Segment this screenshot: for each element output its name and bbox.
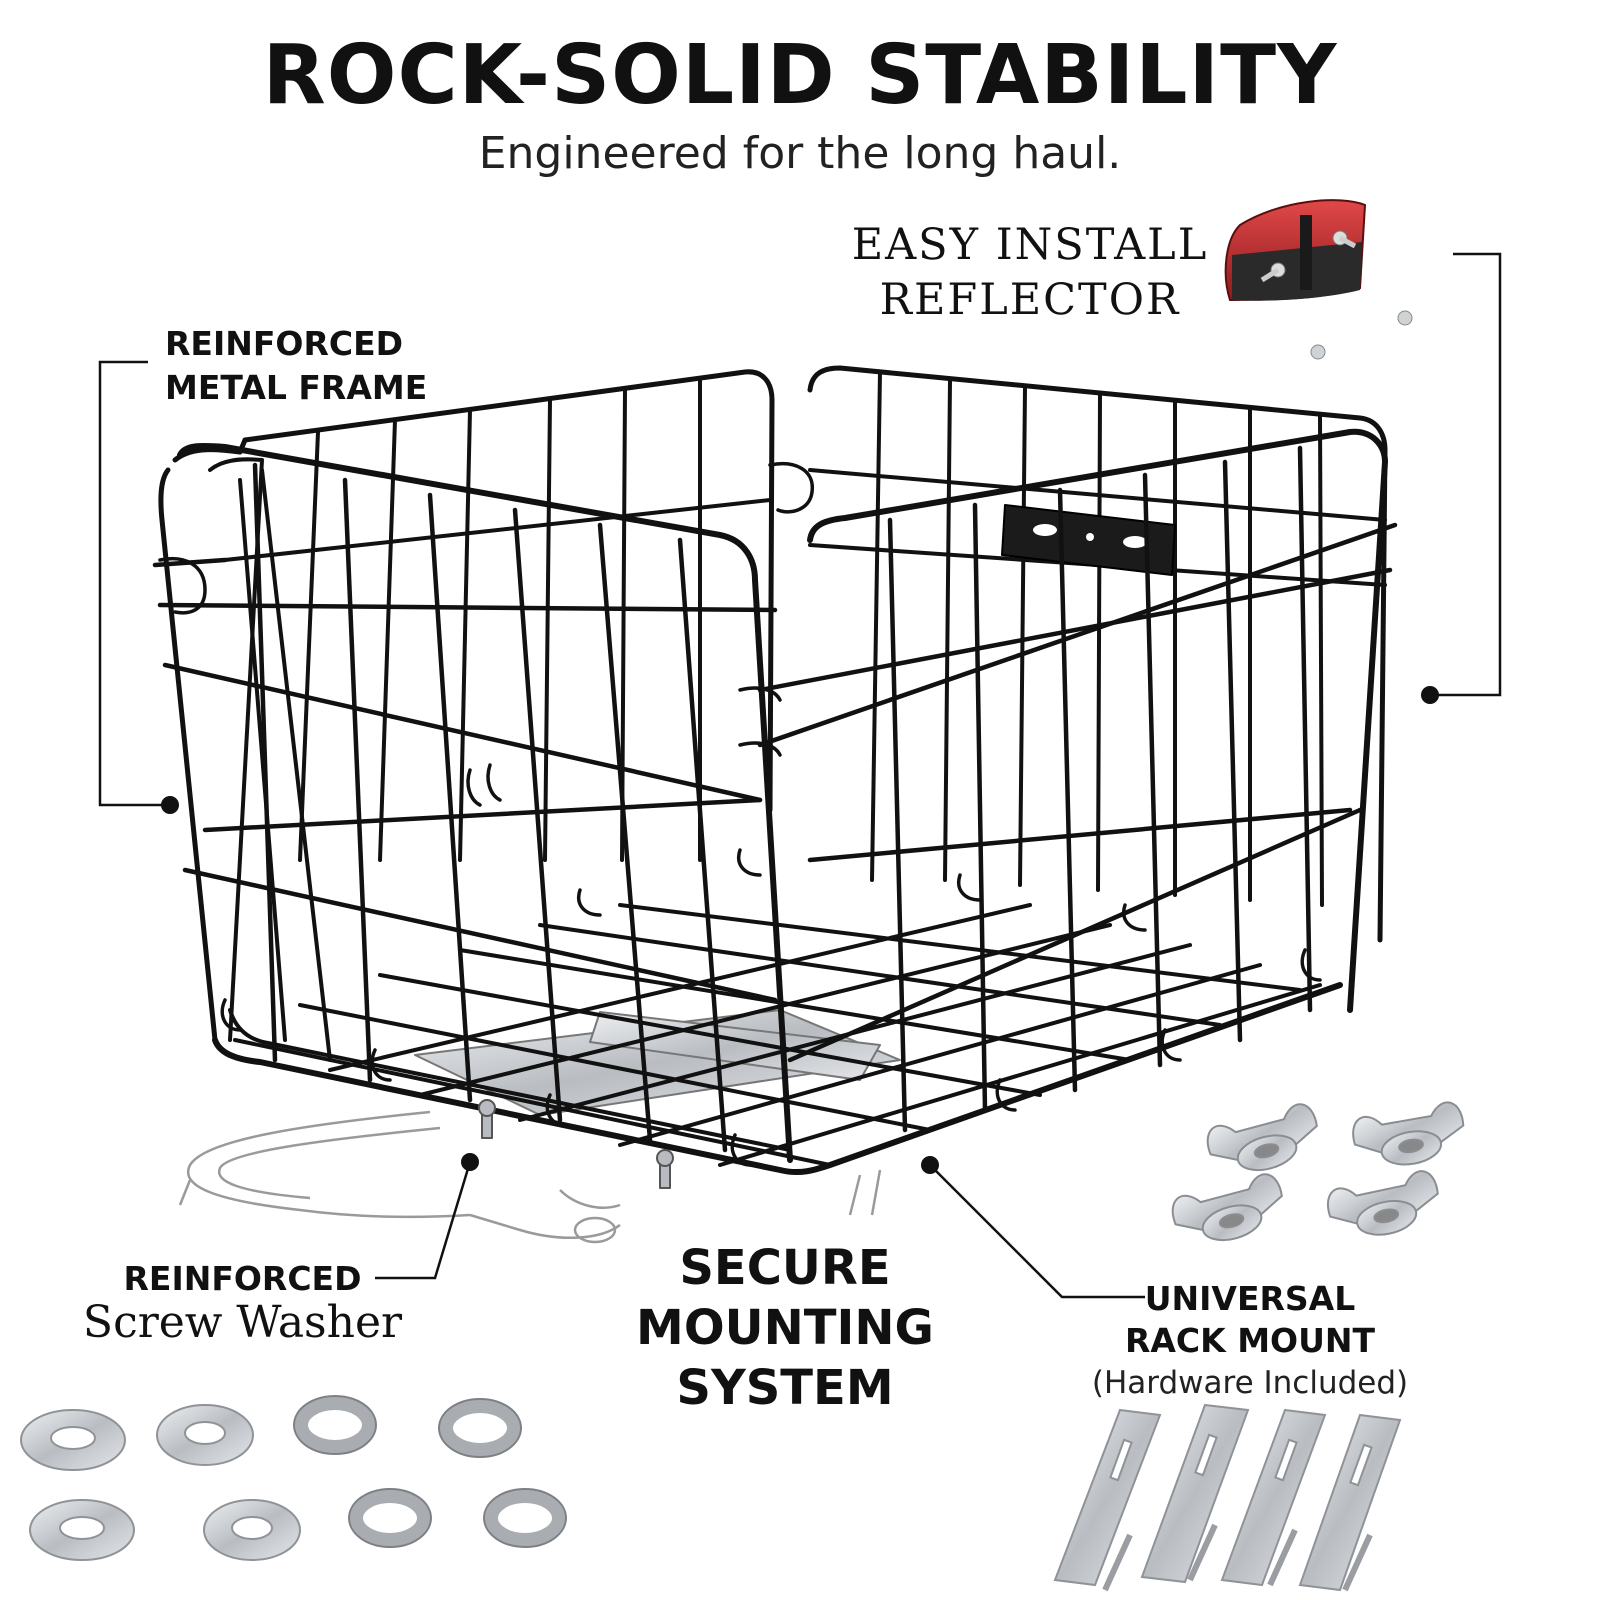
reflector-icon xyxy=(1224,199,1413,360)
callout-mounting-line2: MOUNTING xyxy=(636,1300,934,1356)
callout-reflector-line1: EASY INSTALL xyxy=(851,220,1209,270)
callout-rack-line1: UNIVERSAL xyxy=(1144,1279,1356,1318)
callout-washer-line1: REINFORCED xyxy=(123,1259,362,1298)
callout-rack: UNIVERSAL RACK MOUNT (Hardware Included) xyxy=(1060,1278,1440,1404)
callout-leader-lines xyxy=(98,252,1502,1299)
wire-basket-illustration xyxy=(152,365,1398,1189)
callout-reflector: EASY INSTALL REFLECTOR xyxy=(845,218,1215,328)
callout-frame-line1: REINFORCED xyxy=(165,324,404,363)
callout-rack-line2: RACK MOUNT xyxy=(1124,1321,1376,1360)
callout-frame: REINFORCED METAL FRAME xyxy=(165,322,427,410)
callout-rack-line3: (Hardware Included) xyxy=(1091,1365,1409,1401)
callout-dots xyxy=(161,686,1439,1174)
headline: ROCK-SOLID STABILITY xyxy=(262,28,1338,123)
callout-mounting: SECURE MOUNTING SYSTEM xyxy=(610,1238,960,1418)
callout-reflector-line2: REFLECTOR xyxy=(879,275,1181,325)
washer-icons xyxy=(20,1395,567,1561)
subheadline: Engineered for the long haul. xyxy=(478,128,1122,179)
callout-washer: REINFORCED Screw Washer xyxy=(75,1260,410,1348)
callout-mounting-line3: SYSTEM xyxy=(676,1360,894,1416)
mounting-plate-icons xyxy=(1053,1403,1402,1592)
callout-frame-line2: METAL FRAME xyxy=(165,368,428,407)
callout-mounting-line1: SECURE xyxy=(679,1240,891,1296)
callout-washer-line2: Screw Washer xyxy=(82,1297,403,1348)
bike-rack-outline xyxy=(178,1110,882,1244)
wing-nut-icons xyxy=(1171,1101,1465,1242)
